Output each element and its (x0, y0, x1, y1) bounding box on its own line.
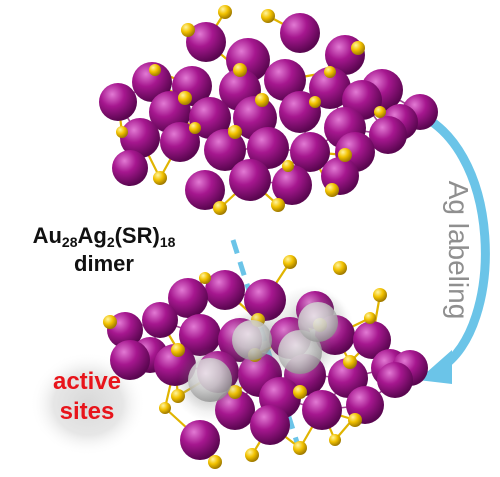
bottom-sulfur-atom (329, 434, 341, 446)
top-gold-atom (229, 159, 271, 201)
top-sulfur-atom (233, 63, 247, 77)
bottom-gold-atom (180, 420, 220, 460)
top-sulfur-atom (181, 23, 195, 37)
bottom-sulfur-atom (283, 255, 297, 269)
active-sites-halo (30, 352, 146, 456)
top-sulfur-atom (116, 126, 128, 138)
bottom-sulfur-atom (364, 312, 376, 324)
bottom-sulfur-atom (171, 343, 185, 357)
bottom-sulfur-atom (199, 272, 211, 284)
bottom-sulfur-atom (373, 288, 387, 302)
top-sulfur-atom (338, 148, 352, 162)
bottom-sulfur-atom (348, 413, 362, 427)
bottom-gold-atom (179, 314, 221, 356)
top-gold-atom (186, 22, 226, 62)
labeling-arrow (403, 105, 490, 373)
top-gold-atom (264, 59, 306, 101)
bottom-gold-atom (377, 362, 413, 398)
top-sulfur-atom (218, 5, 232, 19)
top-gold-atom (204, 129, 246, 171)
labeling-arrow-head (418, 350, 452, 384)
dimer-label: dimer (74, 251, 134, 276)
top-gold-atom (112, 150, 148, 186)
silver-atom (188, 358, 232, 402)
bottom-gold-atom (205, 270, 245, 310)
silver-atom (232, 320, 272, 360)
bottom-gold-atom (302, 390, 342, 430)
top-sulfur-atom (255, 93, 269, 107)
bottom-sulfur-atom (343, 355, 357, 369)
bottom-gold-atom (142, 302, 178, 338)
top-gold-atom (280, 13, 320, 53)
top-gold-atom (99, 83, 137, 121)
bottom-sulfur-atom (293, 385, 307, 399)
top-sulfur-atom (261, 9, 275, 23)
top-gold-atom (272, 165, 312, 205)
bottom-sulfur-atom (245, 448, 259, 462)
top-cluster-atoms (99, 5, 438, 215)
top-sulfur-atom (153, 171, 167, 185)
top-gold-atom (290, 132, 330, 172)
bottom-sulfur-atom (333, 261, 347, 275)
top-gold-atom (247, 127, 289, 169)
top-sulfur-atom (309, 96, 321, 108)
top-sulfur-atom (189, 122, 201, 134)
bottom-cluster-atoms (103, 255, 428, 469)
top-sulfur-atom (213, 201, 227, 215)
bottom-sulfur-atom (103, 315, 117, 329)
top-sulfur-atom (178, 91, 192, 105)
top-sulfur-atom (324, 66, 336, 78)
top-sulfur-atom (149, 64, 161, 76)
top-sulfur-atom (271, 198, 285, 212)
top-gold-atom (132, 62, 172, 102)
bottom-sulfur-atom (208, 455, 222, 469)
bottom-gold-atom (110, 340, 150, 380)
top-sulfur-atom (228, 125, 242, 139)
bottom-gold-atom (353, 321, 391, 359)
top-sulfur-atom (351, 41, 365, 55)
top-gold-atom (185, 170, 225, 210)
active-sites-label: active sites (32, 367, 142, 427)
bottom-gold-atom (250, 405, 290, 445)
bottom-sulfur-atom (159, 402, 171, 414)
top-sulfur-atom (374, 106, 386, 118)
active-line: active (52, 368, 122, 395)
silver-atom (298, 302, 338, 342)
top-gold-atom (369, 116, 407, 154)
bottom-sulfur-atom (293, 441, 307, 455)
ag-labeling-text: Ag labeling (443, 180, 474, 320)
bottom-gold-atom (168, 278, 208, 318)
cluster-formula: Au28Ag2(SR)18 (32, 223, 176, 250)
top-gold-atom (120, 118, 160, 158)
top-sulfur-atom (282, 160, 294, 172)
sites-line: sites (59, 398, 115, 425)
top-sulfur-atom (325, 183, 339, 197)
top-gold-atom (160, 122, 200, 162)
